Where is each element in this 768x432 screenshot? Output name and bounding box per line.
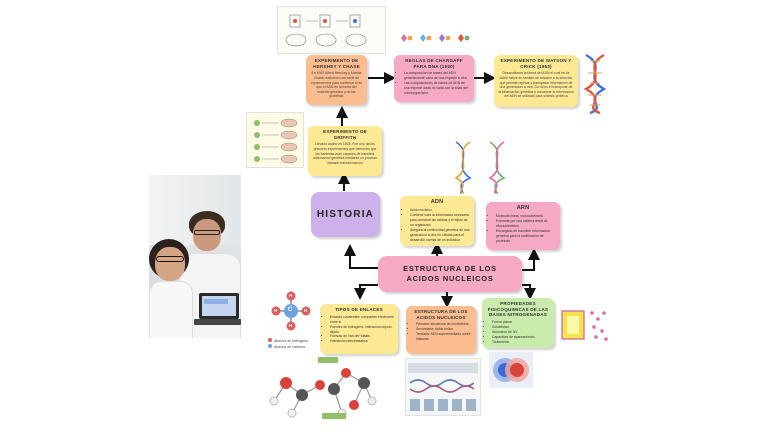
hershey-chase-sketch (277, 6, 386, 54)
people-photo (149, 175, 241, 338)
list-item: Fuerzas de Van der Waals (330, 334, 394, 339)
dna-helices-image (450, 140, 512, 194)
list-item: Interaccion electrostatica (330, 339, 394, 344)
dna-helix-image (580, 53, 610, 115)
watson-box: EXPERIMENTO DE WATSON Y CRICK (1953) Des… (494, 55, 578, 107)
hershey-box: EXPERIMENTO DE HERSHEY Y CHASE En 1952 A… (306, 55, 367, 105)
list-item: Forma planar (492, 320, 550, 325)
list-item: Contiene toda la informacion necesaria p… (410, 213, 470, 228)
list-item: Las composiciones de bases de ADN de una… (404, 81, 470, 96)
list-item: Terciaria: ADN superenrollado sobre hist… (416, 332, 472, 342)
list-item: Primaria: secuencia de nucleotidos (416, 322, 472, 327)
list-item: Encargado de transferir informacion gene… (496, 229, 556, 244)
list-item: Asegura la continuidad genetica de una g… (410, 228, 470, 243)
propiedades-box: PROPIEDADES FISICOQUIMICAS DE LAS BASES … (482, 298, 554, 348)
legend-carbon: Atomos de carbono (274, 345, 306, 350)
list-item: Enlaces covalentes: comparten electrones… (330, 315, 394, 325)
historia-title: HISTORIA (316, 209, 375, 220)
griffith-sketch (246, 112, 304, 168)
list-item: Solubilidad (492, 325, 550, 330)
list-item: Secundaria: doble helice (416, 327, 472, 332)
hydrogen-label-left: H (274, 308, 278, 313)
list-item: Molecula lineal, monocatenaria (496, 214, 556, 219)
propiedades-list: Forma planar Solubilidad Absorcion de UV… (486, 320, 550, 345)
arn-title: ARN (516, 205, 530, 211)
arn-list: Molecula lineal, monocatenaria Formada p… (490, 214, 556, 244)
list-item: La composicion de bases del ADN generalm… (404, 71, 470, 81)
hydrogen-label-right: H (304, 308, 308, 313)
griffith-body: Llevado acabo en 1928. Fue uno de los pr… (313, 142, 377, 165)
hydrogen-label-top: H (289, 293, 293, 298)
estructura-list: Primaria: secuencia de nucleotidos Secun… (410, 322, 472, 342)
legend-hydrogen: Atomos de hidrogeno (274, 339, 309, 343)
molecule-legend: Atomos de hidrogeno Atomos de carbono (268, 338, 308, 351)
hershey-body: En 1952 Alfred Hershey y Martha Chase re… (310, 71, 363, 99)
list-item: Formada por una cadena lineal de ribonuc… (496, 219, 556, 229)
chargaff-title: REGLAS DE CHARGAFF PARA DNA (1950) (405, 58, 463, 69)
arn-box: ARN Molecula lineal, monocatenaria Forma… (486, 202, 560, 250)
list-item: Acido nucleico (410, 208, 470, 213)
enlaces-title: TIPOS DE ENLACES (335, 307, 383, 312)
enlaces-box: TIPOS DE ENLACES Enlaces covalentes: com… (320, 304, 398, 354)
list-item: Tautomeria (492, 340, 550, 345)
adn-list: Acido nucleico Contiene toda la informac… (404, 208, 470, 243)
adn-box: ADN Acido nucleico Contiene toda la info… (400, 196, 474, 246)
adn-title: ADN (430, 199, 444, 205)
list-item: Absorcion de UV (492, 330, 550, 335)
dna-structure-image (405, 358, 481, 416)
electron-density-image (489, 352, 533, 388)
griffith-box: EXPERIMENTO DE GRIFFITH Llevado acabo en… (308, 126, 382, 176)
estructura-box: ESTRUCTURA DE LOS ACIDOS NUCLEICOS Prima… (406, 306, 476, 354)
list-item: Puentes de hidrogeno: interaccion dipolo… (330, 325, 394, 335)
watson-body: Desarrollaron la forma del ADN el cual e… (498, 71, 574, 99)
hydrogen-label-bottom: H (289, 323, 293, 328)
historia-box: HISTORIA (311, 192, 380, 237)
enlaces-list: Enlaces covalentes: comparten electrones… (324, 315, 394, 345)
crystal-structure-image (558, 305, 610, 345)
center-title: ESTRUCTURA DE LOS ACIDOS NUCLEICOS (403, 264, 497, 283)
ball-stick-molecules (262, 355, 386, 427)
chargaff-box: REGLAS DE CHARGAFF PARA DNA (1950) La co… (394, 55, 474, 102)
center-box: ESTRUCTURA DE LOS ACIDOS NUCLEICOS (378, 256, 522, 292)
propiedades-title: PROPIEDADES FISICOQUIMICAS DE LAS BASES … (487, 301, 549, 318)
chargaff-list: La composicion de bases del ADN generalm… (398, 71, 470, 96)
griffith-title: EXPERIMENTO DE GRIFFITH (323, 129, 367, 140)
list-item: Capacidad de apareamiento (492, 335, 550, 340)
estructura-title: ESTRUCTURA DE LOS ACIDOS NUCLEICOS (414, 309, 468, 320)
watson-title: EXPERIMENTO DE WATSON Y CRICK (1953) (500, 58, 572, 69)
nucleotide-icons (396, 28, 480, 48)
hershey-title: EXPERIMENTO DE HERSHEY Y CHASE (313, 58, 360, 69)
carbon-label: C (288, 307, 293, 313)
methane-molecule: C H H H H (268, 288, 314, 334)
